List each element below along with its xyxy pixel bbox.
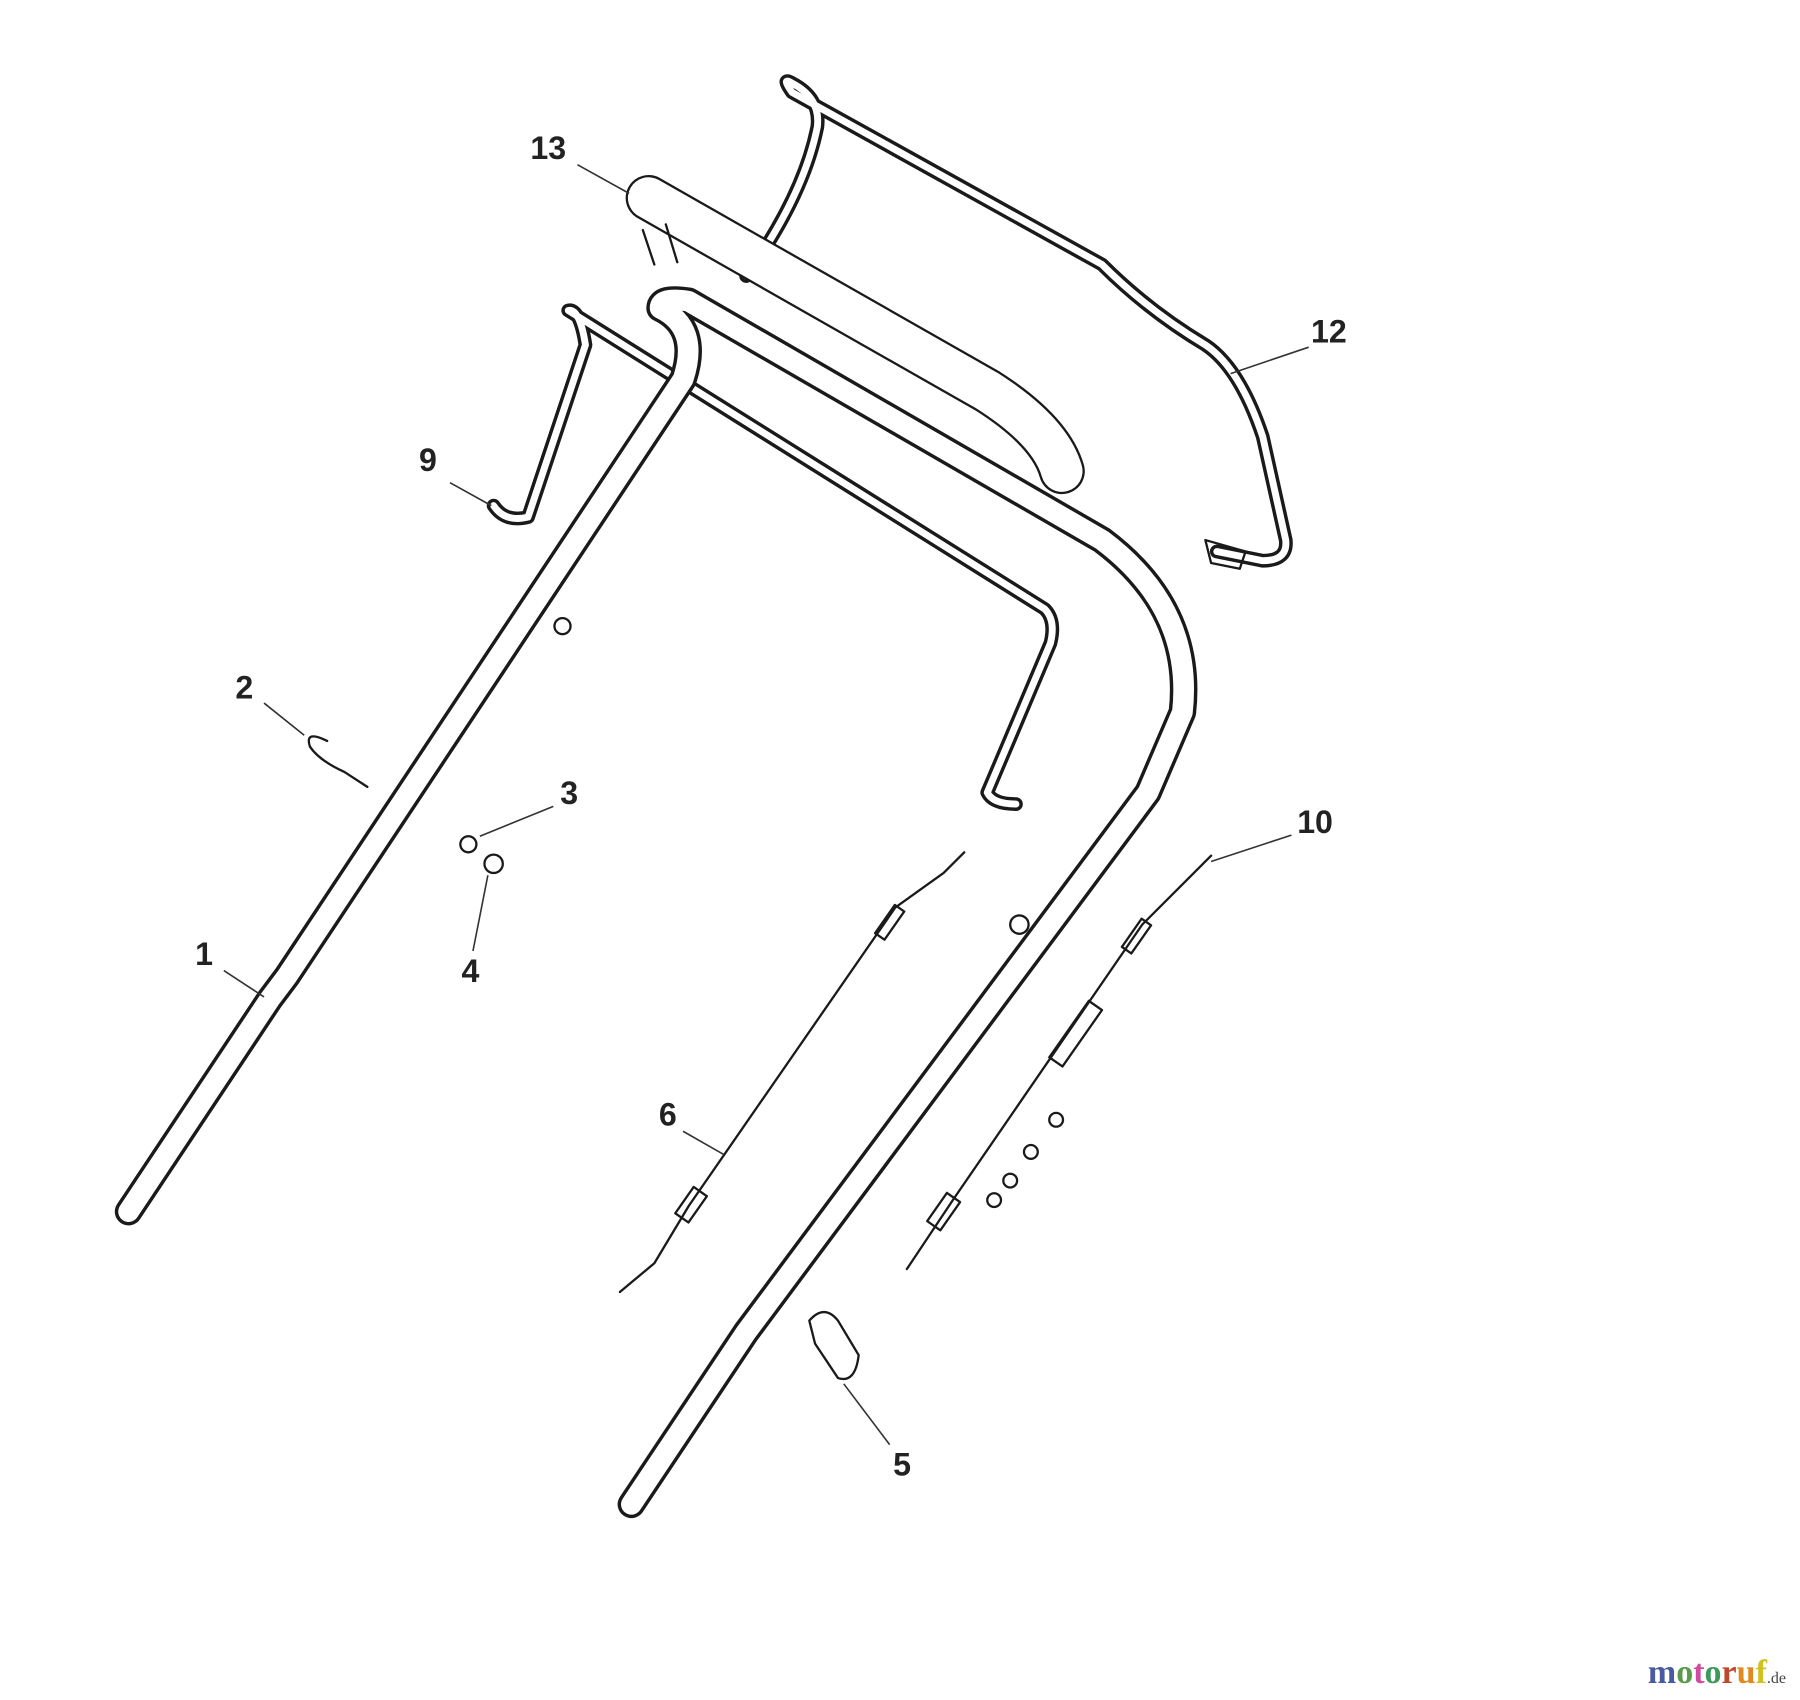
callout-3: 3 xyxy=(560,775,578,811)
part-1-handle-frame xyxy=(114,286,1198,1519)
logo-letter: m xyxy=(1647,1654,1677,1691)
callout-12: 12 xyxy=(1311,314,1347,350)
logo-letter: u xyxy=(1736,1654,1756,1691)
part-10-cable xyxy=(905,854,1213,1271)
callout-13: 13 xyxy=(530,130,566,166)
part-12-upper-bail xyxy=(739,74,1293,570)
callout-4: 4 xyxy=(461,953,479,989)
callout-10: 10 xyxy=(1297,804,1333,840)
part-4-nut xyxy=(483,853,504,875)
logo-letter: r xyxy=(1721,1654,1737,1691)
motoruf-watermark-logo: motoruf.de xyxy=(1648,1654,1786,1692)
callout-2: 2 xyxy=(235,669,253,705)
part-13-handle-cover xyxy=(625,175,1085,495)
logo-letter: o xyxy=(1704,1654,1722,1691)
logo-suffix: .de xyxy=(1766,1670,1786,1687)
part-2-hook-bolt xyxy=(307,735,369,789)
part-5-cable-clip xyxy=(808,1310,860,1381)
callout-5: 5 xyxy=(893,1447,911,1483)
callout-6: 6 xyxy=(659,1097,677,1133)
leader-lines xyxy=(223,163,1309,1446)
part-9-lower-bail xyxy=(486,303,1060,811)
logo-letter: f xyxy=(1755,1654,1767,1691)
part-6-cable xyxy=(618,851,966,1294)
callout-9: 9 xyxy=(419,442,437,478)
logo-letter: t xyxy=(1693,1654,1705,1691)
part-3-washer xyxy=(459,835,478,854)
logo-letter: o xyxy=(1676,1654,1694,1691)
callout-1: 1 xyxy=(195,936,213,972)
